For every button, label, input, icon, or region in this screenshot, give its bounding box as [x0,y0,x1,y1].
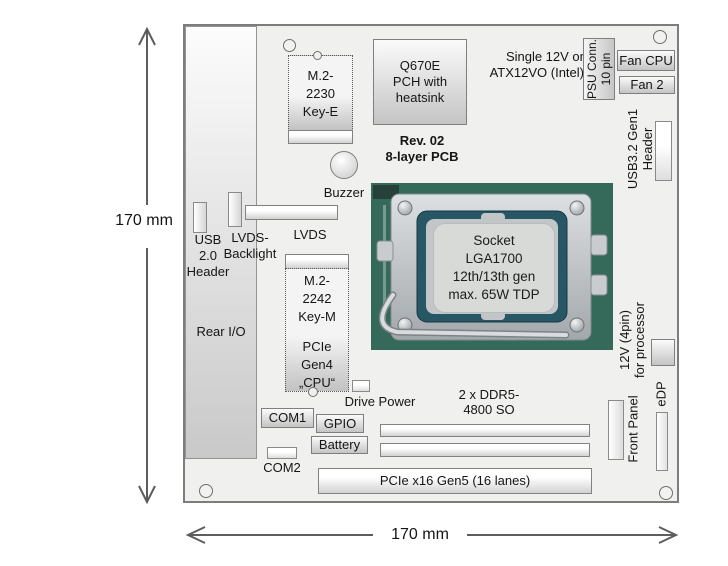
m2-2242-slot: M.2- 2242 Key-M PCIe Gen4 „CPU“ [285,268,349,392]
mounting-hole-bottom-left [199,484,213,498]
pcb-revision-label: Rev. 02 8-layer PCB [385,133,459,164]
front-panel-connector [608,400,624,460]
lvds-backlight-connector [228,192,242,227]
pch-chip: Q670E PCH with heatsink [373,39,467,125]
m2-2230-standoff [313,51,322,60]
usb32-header-connector [655,121,672,181]
m2-2242-standoff [308,387,318,397]
rear-io-area [185,26,257,459]
height-dimension-arrow [138,26,156,505]
usb20-header-connector [193,202,207,233]
height-dimension-label: 170 mm [115,212,173,229]
gpio-header: GPIO [316,414,364,433]
drive-power-connector [352,380,370,392]
com1-header: COM1 [261,408,314,428]
usb20-header-label: USB 2.0 Header [186,232,230,279]
battery-holder: Battery [311,436,368,454]
socket-label: Socket LGA1700 12th/13th gen max. 65W TD… [433,223,555,313]
usb32-header-label: USB3.2 Gen1 Header [625,108,655,190]
ddr-label: 2 x DDR5- 4800 SO [458,387,520,417]
fan-cpu-header: Fan CPU [617,50,675,71]
mounting-hole-bottom-right [659,486,673,500]
psu-note-label: Single 12V or ATX12VO (Intel) [489,49,584,80]
com2-connector [267,447,297,459]
fan2-header: Fan 2 [619,76,675,94]
lvds-connector [245,205,338,220]
m2-2230-slot: M.2- 2230 Key-E [288,55,353,131]
lvds-backlight-label: LVDS- Backlight [223,230,277,261]
mounting-hole-top-right [653,30,667,44]
edp-connector [656,412,668,471]
buzzer-label: Buzzer [323,185,365,200]
com2-label: COM2 [263,460,301,475]
rear-io-label: Rear I/O [196,324,246,339]
m2-2242-connector [285,254,349,269]
cpu-socket-photo: Socket LGA1700 12th/13th gen max. 65W TD… [371,183,613,350]
width-dimension-arrow [185,526,679,544]
m2-2230-connector [288,130,353,144]
ddr-slot-1 [380,424,590,437]
edp-label: eDP [653,381,669,407]
pcie-x16-slot: PCIe x16 Gen5 (16 lanes) [318,468,592,494]
cpu-power-label: 12V (4pin) for processor [617,302,647,378]
psu-connector-label: PSU Conn. 10 pin [585,38,613,100]
drive-power-label: Drive Power [344,394,416,409]
cpu-power-connector [651,339,675,366]
lvds-label: LVDS [293,227,327,242]
psu-connector [583,38,615,100]
ddr-slot-2 [380,443,590,457]
buzzer [330,151,358,179]
mounting-hole-top-left [283,39,296,52]
width-dimension-label: 170 mm [391,526,449,543]
front-panel-label: Front Panel [625,395,641,463]
